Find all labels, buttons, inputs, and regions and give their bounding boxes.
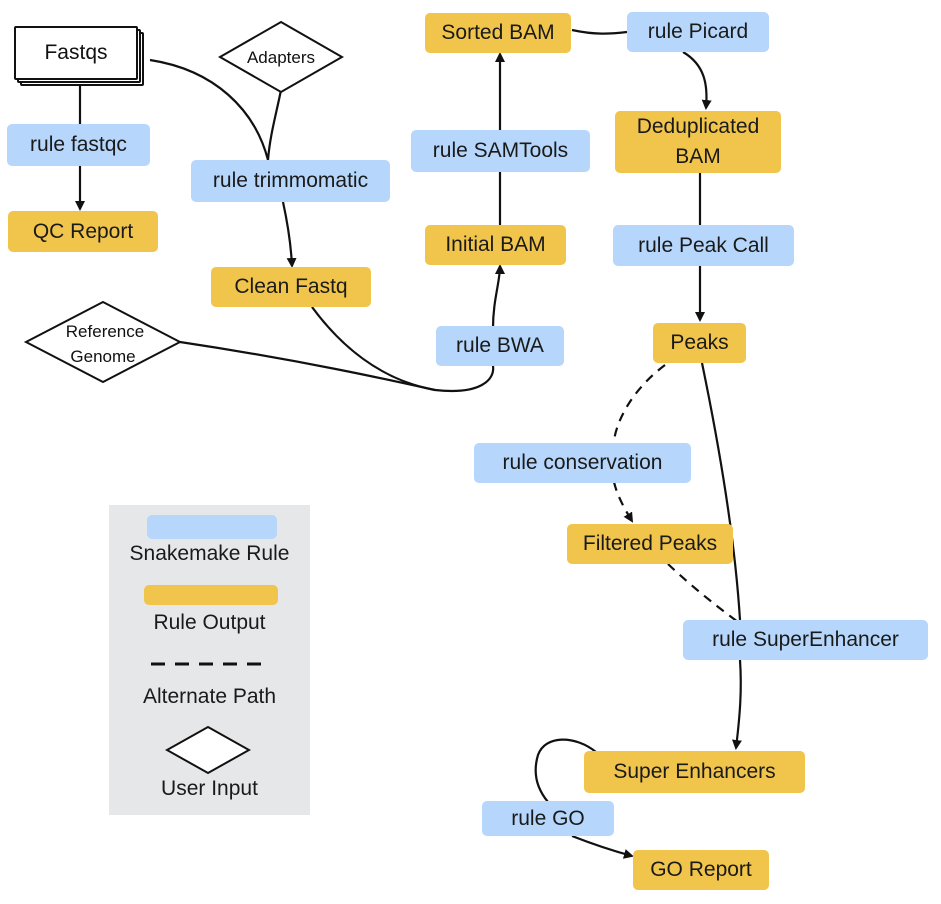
reference-genome-label-2: Genome xyxy=(70,347,135,366)
deduplicated-bam-line2: BAM xyxy=(675,145,721,168)
legend-input-label: User Input xyxy=(161,777,258,800)
filtered-peaks: Filtered Peaks xyxy=(567,524,733,564)
rule-samtools: rule SAMTools xyxy=(411,130,590,172)
edge-sortedbam-picard xyxy=(571,28,628,35)
deduplicated-bam: Deduplicated BAM xyxy=(615,111,781,173)
rule-picard: rule Picard xyxy=(627,12,769,52)
fastqs-sheet-front xyxy=(14,26,138,80)
rule-conservation: rule conservation xyxy=(474,443,691,483)
fastqs-node: Fastqs xyxy=(14,26,144,86)
edge-bwa-initialbam xyxy=(491,264,505,329)
edge-superenhancer-superenhancers xyxy=(731,659,742,750)
legend-alternate-swatch xyxy=(151,662,267,666)
rule-bwa: rule BWA xyxy=(436,326,564,366)
peaks: Peaks xyxy=(653,323,746,363)
legend: Snakemake Rule Rule Output Alternate Pat… xyxy=(109,505,310,815)
edge-superenhancers-go xyxy=(534,738,597,803)
edge-conservation-filtered-alt xyxy=(612,481,634,523)
reference-genome-label-1: Reference xyxy=(66,322,144,341)
sorted-bam: Sorted BAM xyxy=(425,13,571,53)
rule-go: rule GO xyxy=(482,801,614,836)
rule-superenhancer: rule SuperEnhancer xyxy=(683,620,928,660)
legend-alternate-label: Alternate Path xyxy=(142,685,277,708)
legend-output-label: Rule Output xyxy=(153,611,266,634)
initial-bam: Initial BAM xyxy=(425,225,566,265)
qc-report: QC Report xyxy=(8,211,158,252)
legend-rule-label: Snakemake Rule xyxy=(129,542,290,565)
edge-bwa-join xyxy=(434,365,495,393)
super-enhancers: Super Enhancers xyxy=(584,751,805,793)
edge-filtered-superenhancer-alt xyxy=(667,563,739,623)
deduplicated-bam-line1: Deduplicated xyxy=(636,115,760,138)
legend-rule-swatch xyxy=(147,515,277,539)
rule-trimmomatic: rule trimmomatic xyxy=(191,160,390,202)
edge-reference-bwa xyxy=(179,340,436,392)
clean-fastq: Clean Fastq xyxy=(211,267,371,307)
edge-go-goreport xyxy=(571,834,634,859)
edge-picard-dedup xyxy=(682,51,712,110)
fastqs-label: Fastqs xyxy=(44,41,108,64)
legend-input-swatch xyxy=(165,725,251,775)
edge-peaks-filtered-alt xyxy=(612,364,666,456)
adapters-diamond xyxy=(217,20,345,94)
edge-adapters-trimmomatic xyxy=(266,89,283,161)
go-report: GO Report xyxy=(633,850,769,890)
edge-fastqs-trimmomatic xyxy=(149,58,270,161)
rule-peak-call: rule Peak Call xyxy=(613,225,794,266)
adapters-label: Adapters xyxy=(247,48,315,67)
legend-output-swatch xyxy=(144,585,278,605)
edge-peaks-superenhancer xyxy=(700,362,742,621)
reference-genome-diamond xyxy=(23,300,183,384)
edge-trimmomatic-cleanfastq xyxy=(281,201,297,268)
rule-fastqc: rule fastqc xyxy=(7,124,150,166)
